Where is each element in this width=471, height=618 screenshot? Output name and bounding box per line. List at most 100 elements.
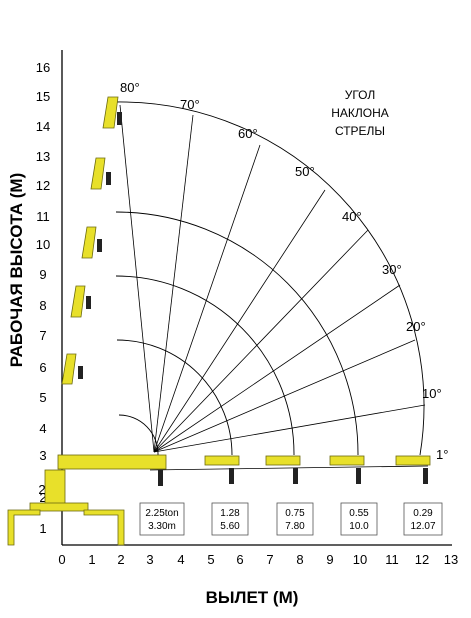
ray-50	[153, 189, 326, 453]
boom-tip-shape	[61, 353, 77, 385]
load-table: 2.25ton 3.30m 1.28 5.60 0.75 7.80 0.55 1…	[139, 502, 443, 536]
y-tick-11: 11	[36, 209, 50, 224]
range-arc-5	[115, 101, 425, 456]
boom-tip-16m	[102, 96, 122, 129]
load-cell-box	[276, 502, 314, 536]
outrigger-left	[7, 509, 41, 546]
range-arc-4	[115, 211, 359, 456]
boom-tip-10m	[81, 226, 102, 259]
lowest-boom-line	[149, 465, 429, 471]
load-value: 0.29	[413, 508, 433, 519]
y-tick-16: 16	[36, 60, 50, 75]
x-tick-13: 13	[444, 552, 458, 567]
x-tick-3: 3	[146, 552, 153, 567]
y-tick-6: 6	[39, 360, 46, 375]
x-tick-2: 2	[117, 552, 124, 567]
load-value: 0.75	[285, 508, 305, 519]
angle-label-20: 20°	[406, 319, 426, 334]
hook-icon	[158, 470, 163, 486]
y-tick-5: 5	[39, 390, 46, 405]
y-axis-title: РАБОЧАЯ ВЫСОТА (М)	[7, 173, 26, 368]
x-tick-8: 8	[296, 552, 303, 567]
angle-label-70: 70°	[180, 97, 200, 112]
load-reach: 12.07	[410, 521, 435, 532]
angle-label-1: 1°	[436, 447, 448, 462]
load-cell-box	[340, 502, 378, 536]
load-cell-box	[211, 502, 249, 536]
angle-label-80: 80°	[120, 80, 140, 95]
boom-segment-3	[265, 455, 301, 466]
load-reach: 3.30m	[148, 521, 176, 532]
hook-icon	[423, 468, 428, 484]
y-axis-ticks: 1 2 3 4 5 6 7 8 9 10 11 12 13 14 15 16	[36, 60, 50, 536]
load-cell-box	[403, 502, 443, 536]
ray-70	[153, 114, 194, 453]
angle-label-30: 30°	[382, 262, 402, 277]
load-cell-box	[139, 502, 185, 536]
horizontal-boom-sections	[57, 454, 431, 486]
range-arc-2	[116, 339, 233, 456]
note-line-1: УГОЛ	[345, 88, 376, 102]
y-tick-10: 10	[36, 237, 50, 252]
y-tick-15: 15	[36, 89, 50, 104]
x-tick-4: 4	[177, 552, 184, 567]
y-tick-14: 14	[36, 119, 50, 134]
x-tick-1: 1	[88, 552, 95, 567]
load-cell-5: 0.29 12.07	[403, 502, 443, 536]
hook-icon	[106, 172, 111, 185]
hook-icon	[97, 239, 102, 252]
note-line-3: СТРЕЛЫ	[335, 124, 385, 138]
crane-base: 2	[7, 469, 125, 546]
crane-platform	[29, 502, 89, 512]
y-tick-7: 7	[39, 328, 46, 343]
load-value: 1.28	[220, 508, 240, 519]
boom-tip-8m	[70, 285, 91, 318]
y-tick-13: 13	[36, 149, 50, 164]
load-cell-3: 0.75 7.80	[276, 502, 314, 536]
x-tick-6: 6	[236, 552, 243, 567]
angle-label-50: 50°	[295, 164, 315, 179]
x-tick-7: 7	[266, 552, 273, 567]
x-tick-10: 10	[353, 552, 367, 567]
x-axis-title: ВЫЛЕТ (М)	[206, 588, 299, 607]
y-tick-9: 9	[39, 267, 46, 282]
boom-tip-6m	[61, 353, 83, 385]
angle-label-60: 60°	[238, 126, 258, 141]
range-arcs	[115, 101, 429, 471]
x-axis-ticks: 0 1 2 3 4 5 6 7 8 9 10 11 12 13	[58, 552, 458, 567]
load-reach: 7.80	[285, 521, 305, 532]
angle-label-10: 10°	[422, 386, 442, 401]
crane-column	[44, 469, 66, 505]
hook-icon	[356, 468, 361, 484]
ray-30	[153, 284, 401, 453]
ray-80	[119, 104, 155, 453]
ray-20	[153, 339, 416, 453]
boom-tip-shape	[70, 285, 86, 318]
load-value: 0.55	[349, 508, 369, 519]
boom-segment-2	[204, 455, 240, 466]
hook-icon	[86, 296, 91, 309]
outrigger-right	[83, 509, 125, 546]
y-tick-3: 3	[39, 448, 46, 463]
x-tick-5: 5	[207, 552, 214, 567]
load-reach: 10.0	[349, 521, 369, 532]
angle-rays	[119, 104, 426, 453]
ray-60	[153, 144, 261, 453]
load-cell-1: 2.25ton 3.30m	[139, 502, 185, 536]
y-tick-2: 2	[39, 490, 46, 505]
load-cell-2: 1.28 5.60	[211, 502, 249, 536]
crane-label-2: 2	[38, 482, 45, 497]
hook-icon	[293, 468, 298, 484]
hook-icon	[229, 468, 234, 484]
load-cell-4: 0.55 10.0	[340, 502, 378, 536]
note-line-2: НАКЛОНА	[331, 106, 389, 120]
boom-segment-4	[329, 455, 365, 466]
y-tick-1: 1	[39, 521, 46, 536]
boom-tip-shape	[102, 96, 119, 129]
y-tick-4: 4	[39, 421, 46, 436]
y-tick-12: 12	[36, 178, 50, 193]
range-arc-3	[115, 275, 295, 456]
y-tick-8: 8	[39, 298, 46, 313]
x-tick-12: 12	[415, 552, 429, 567]
x-tick-0: 0	[58, 552, 65, 567]
